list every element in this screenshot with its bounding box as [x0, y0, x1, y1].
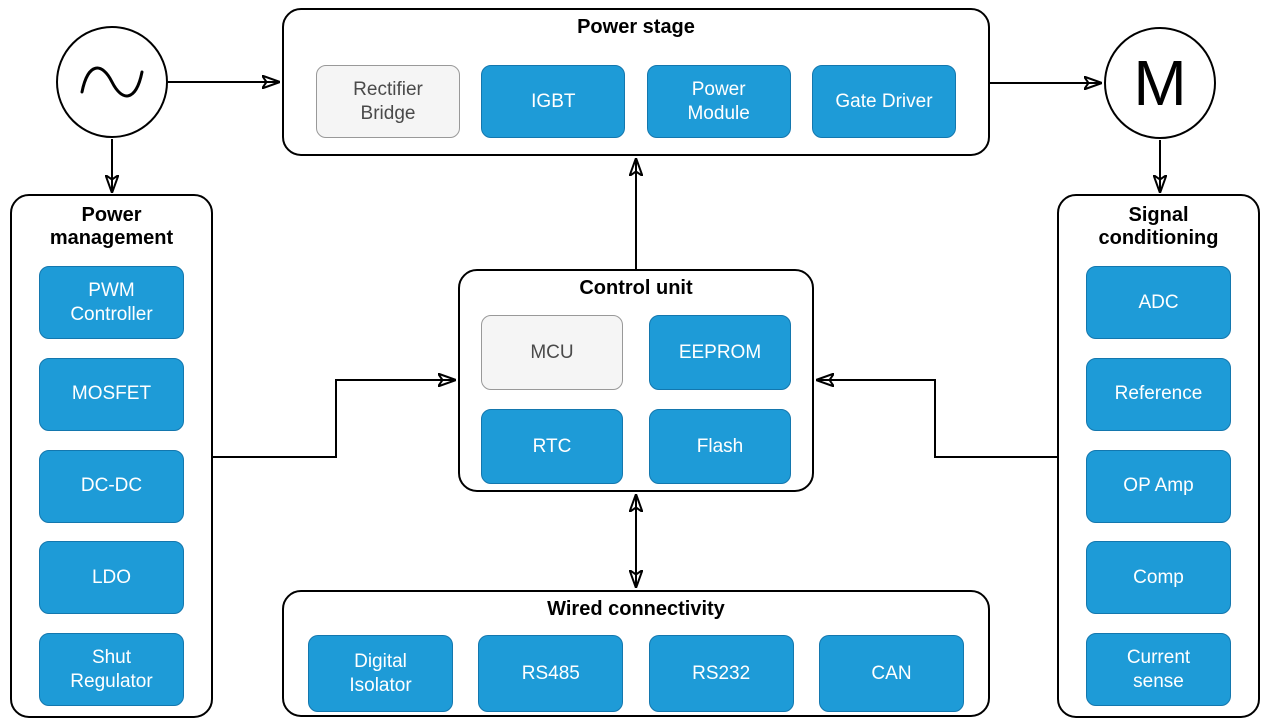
block-dc-dc: DC-DC: [39, 449, 184, 523]
block-adc: ADC: [1086, 266, 1231, 339]
block-pwm-controller: PWM Controller: [39, 266, 184, 339]
sine-wave-icon: [80, 66, 144, 98]
block-rs232: RS232: [648, 635, 794, 712]
block-rs485: RS485: [478, 635, 624, 712]
control-unit-title: Control unit: [579, 277, 693, 299]
edge-signal-conditioning-to-control-unit: [817, 380, 1057, 458]
wired-connectivity-title: Wired connectivity: [547, 598, 725, 620]
power-stage-blocks: Rectifier Bridge IGBT Power Module Gate …: [284, 65, 988, 138]
block-can: CAN: [818, 635, 964, 712]
group-power-stage: Power stage Rectifier Bridge IGBT Power …: [282, 8, 990, 156]
block-eeprom: EEPROM: [649, 315, 791, 390]
edge-power-management-to-control-unit: [213, 380, 455, 458]
group-power-management: Power management PWM Controller MOSFET D…: [10, 194, 213, 718]
control-unit-blocks: MCU EEPROM RTC Flash: [460, 315, 812, 484]
group-signal-conditioning: Signal conditioning ADC Reference OP Amp…: [1057, 194, 1260, 718]
block-current-sense: Current sense: [1086, 633, 1231, 706]
power-management-title: Power management: [49, 204, 174, 249]
wired-connectivity-blocks: Digital Isolator RS485 RS232 CAN: [284, 635, 988, 712]
signal-conditioning-title: Signal conditioning: [1098, 204, 1219, 249]
block-flash: Flash: [649, 409, 791, 484]
block-op-amp: OP Amp: [1086, 449, 1231, 523]
block-comp: Comp: [1086, 541, 1231, 615]
block-rectifier-bridge: Rectifier Bridge: [316, 65, 460, 138]
signal-conditioning-blocks: ADC Reference OP Amp Comp Current sense: [1059, 250, 1258, 716]
block-rtc: RTC: [481, 409, 623, 484]
block-digital-isolator: Digital Isolator: [308, 635, 453, 712]
block-gate-driver: Gate Driver: [811, 65, 956, 138]
block-igbt: IGBT: [481, 65, 626, 138]
group-wired-connectivity: Wired connectivity Digital Isolator RS48…: [282, 590, 990, 717]
block-shut-regulator: Shut Regulator: [39, 633, 184, 706]
block-power-module: Power Module: [646, 65, 791, 138]
power-management-blocks: PWM Controller MOSFET DC-DC LDO Shut Reg…: [12, 250, 211, 716]
power-stage-title: Power stage: [577, 16, 695, 38]
ac-source-node: [56, 26, 168, 138]
group-control-unit: Control unit MCU EEPROM RTC Flash: [458, 269, 814, 492]
block-mcu: MCU: [481, 315, 623, 390]
block-ldo: LDO: [39, 541, 184, 615]
motor-label: M: [1133, 47, 1187, 119]
block-reference: Reference: [1086, 357, 1231, 431]
block-mosfet: MOSFET: [39, 357, 184, 431]
motor-node: M: [1104, 27, 1216, 139]
